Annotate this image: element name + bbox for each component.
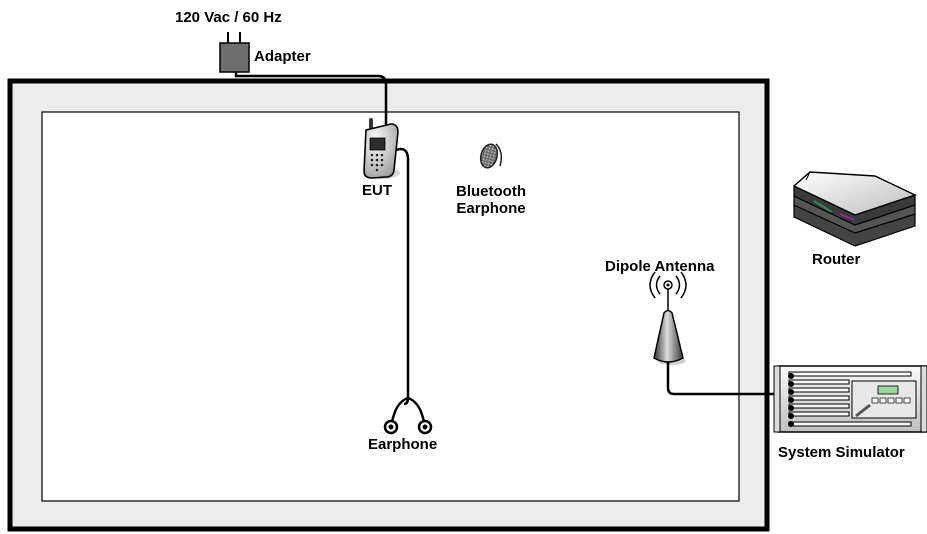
earphone-label: Earphone [368, 436, 438, 453]
mobile-phone-icon [363, 118, 400, 179]
wired-earphone-icon [383, 419, 433, 435]
eut-label: EUT [362, 182, 392, 199]
bluetooth-earphone-label: Bluetooth Earphone [446, 183, 536, 217]
bluetooth-earphone-label-line1: Bluetooth [456, 183, 526, 200]
power-source-label: 120 Vac / 60 Hz [175, 9, 282, 26]
router-icon [792, 171, 917, 247]
earphone-cable [390, 147, 426, 423]
bluetooth-earphone-icon [479, 143, 503, 169]
system-simulator-icon [773, 365, 927, 433]
dipole-antenna-label: Dipole Antenna [605, 258, 715, 275]
power-adapter-icon [219, 32, 250, 73]
antenna-cable [666, 362, 790, 396]
adapter-cable [234, 72, 388, 128]
adapter-label: Adapter [254, 48, 311, 65]
system-simulator-label: System Simulator [778, 444, 905, 461]
dipole-antenna-icon [649, 271, 687, 365]
bluetooth-earphone-label-line2: Earphone [456, 200, 526, 217]
router-label: Router [812, 251, 861, 268]
